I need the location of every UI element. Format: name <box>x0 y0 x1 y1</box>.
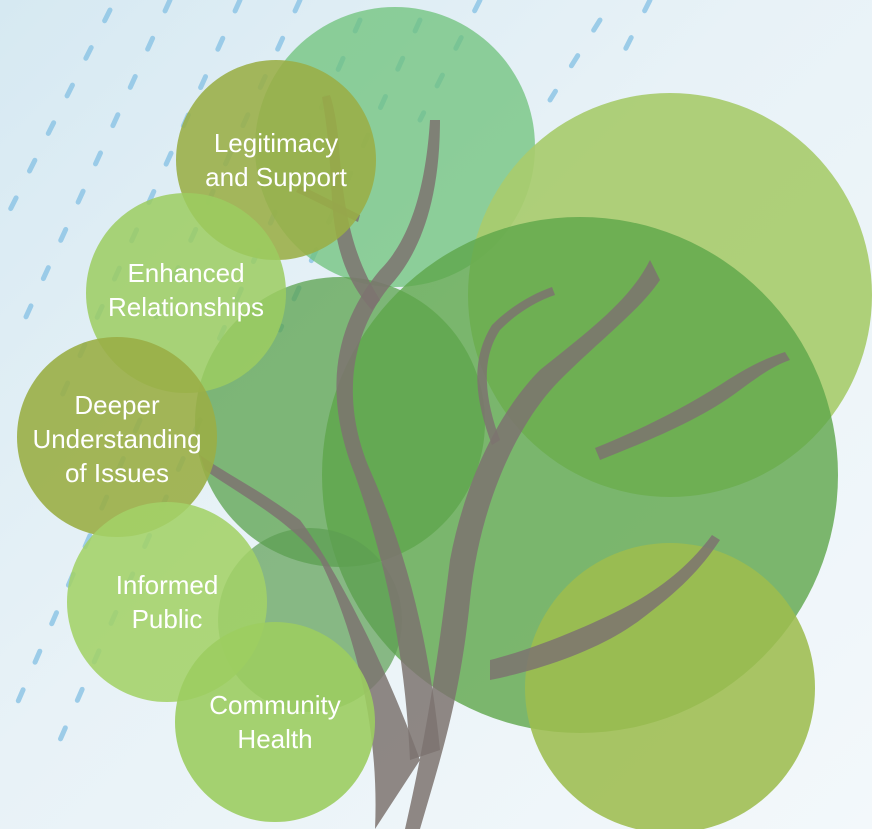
outcome-bubbles <box>17 60 376 822</box>
outcome-line: Public <box>131 604 203 634</box>
outcome-line: Informed <box>115 570 219 600</box>
outcome-label-enhanced-relationships: Enhanced Relationships <box>108 256 264 324</box>
outcome-line: Enhanced <box>127 258 245 288</box>
bubble-community-health <box>175 622 375 822</box>
outcome-line: Health <box>237 724 313 754</box>
outcome-label-deeper-understanding: Deeper Understanding of Issues <box>32 388 201 490</box>
outcome-line: Community <box>209 690 341 720</box>
outcome-line: Relationships <box>107 292 265 322</box>
outcome-label-community-health: Community Health <box>209 688 340 756</box>
outcome-label-informed-public: Informed Public <box>116 568 219 636</box>
outcome-line: Legitimacy <box>213 128 339 158</box>
outcome-line: Understanding <box>32 424 202 454</box>
bubble-deeper-understanding <box>17 337 217 537</box>
outcome-line: Deeper <box>74 390 160 420</box>
outcome-label-legitimacy-and-support: Legitimacy and Support <box>205 126 347 194</box>
outcome-line: of Issues <box>64 458 170 488</box>
outcome-line: and Support <box>205 162 347 192</box>
